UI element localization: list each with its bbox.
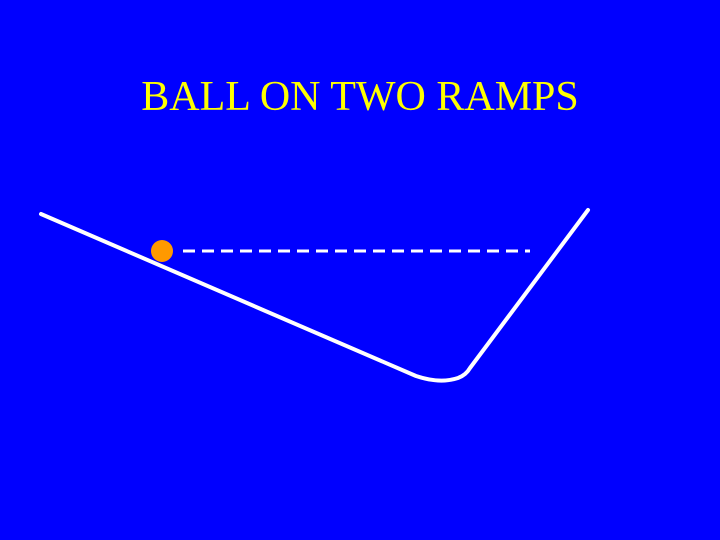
ball-icon	[151, 240, 173, 262]
slide-title: BALL ON TWO RAMPS	[141, 74, 579, 120]
ramps-track	[39, 208, 590, 383]
